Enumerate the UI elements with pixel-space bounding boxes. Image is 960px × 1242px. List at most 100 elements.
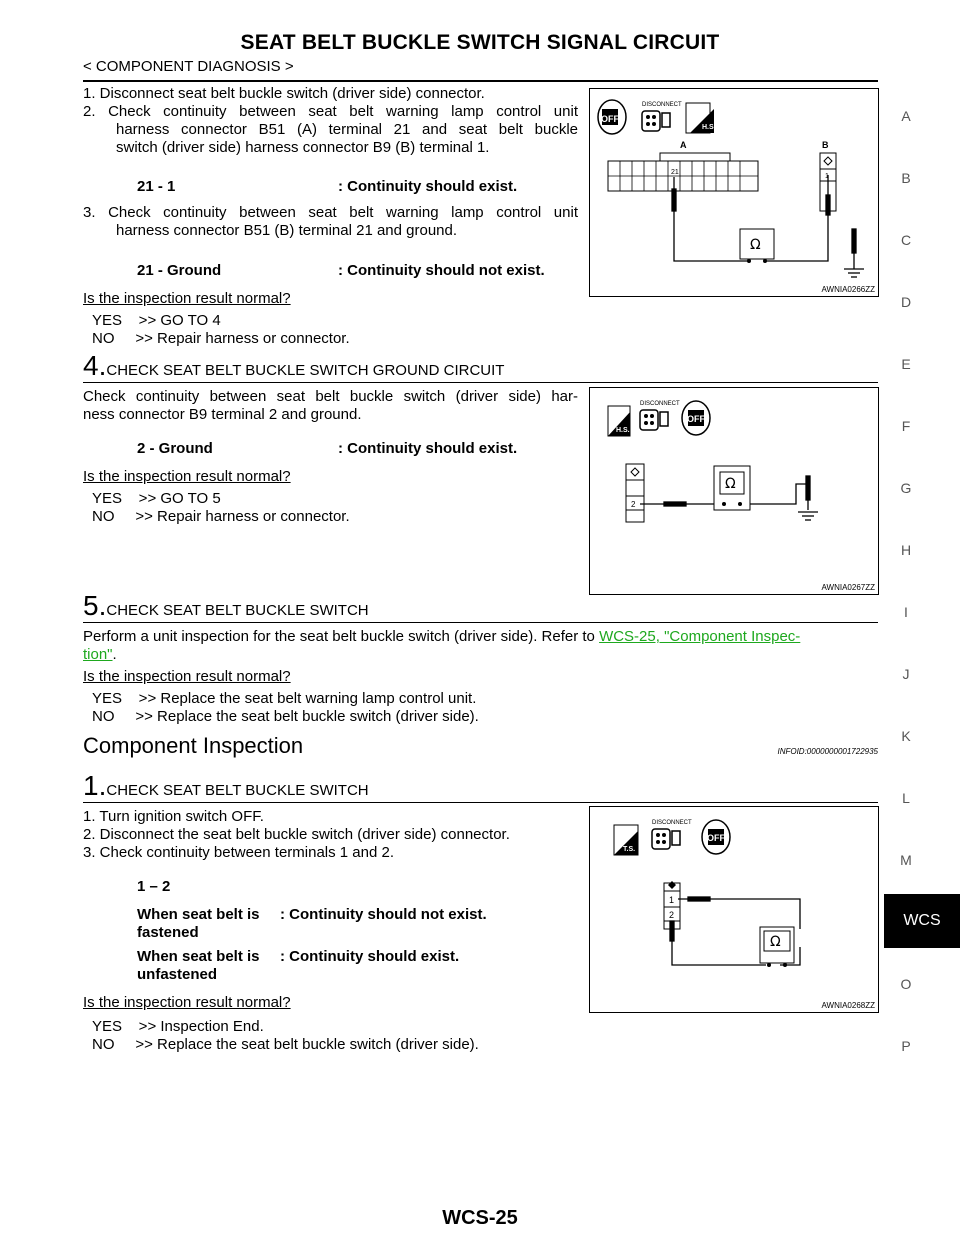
probe-wires <box>640 475 818 521</box>
s4-body-2: ness connector B9 terminal 2 and ground. <box>83 406 362 423</box>
header-rule <box>83 80 878 82</box>
side-tab-m[interactable]: M <box>900 852 912 868</box>
side-tab-d[interactable]: D <box>900 294 912 310</box>
side-tab-p[interactable]: P <box>901 1038 911 1054</box>
side-tab-b[interactable]: B <box>901 170 911 186</box>
connector-disconnect-icon <box>641 110 671 132</box>
page-number: WCS-25 <box>442 1207 518 1229</box>
page-title: SEAT BELT BUCKLE SWITCH SIGNAL CIRCUIT <box>240 31 720 54</box>
connector-b-label: B <box>822 140 829 150</box>
ci-row1-label-1: When seat belt is <box>137 906 260 923</box>
ohmmeter-icon: Ω <box>739 228 775 263</box>
side-tab-wcs[interactable]: WCS <box>884 894 960 948</box>
info-id: INFOID:0000000001722935 <box>777 747 878 756</box>
s5-yes: YES >> Replace the seat belt warning lam… <box>92 690 477 707</box>
harness-side-icon: H.S. <box>685 102 716 134</box>
connector-a-label: A <box>680 140 687 150</box>
figure-id-2: AWNIA0267ZZ <box>821 583 876 592</box>
svg-text:2: 2 <box>631 500 636 509</box>
svg-text:21: 21 <box>671 169 679 176</box>
s3-yes: YES >> GO TO 4 <box>92 312 221 329</box>
terminal-side-icon: T.S. <box>613 824 639 856</box>
step5-heading: 5.CHECK SEAT BELT BUCKLE SWITCH <box>83 590 369 621</box>
ci-item-1: 1. Turn ignition switch OFF. <box>83 808 264 825</box>
wiring-diagram-1: OFF DISCONNECT H.S. A B 21 <box>597 99 864 278</box>
svg-text:Ω: Ω <box>770 934 781 950</box>
disconnect-label: DISCONNECT <box>640 401 680 407</box>
figure-ground-check: H.S. DISCONNECT OFF 2 <box>589 387 879 595</box>
s3-item-3b: harness connector B51 (B) terminal 21 an… <box>116 222 458 239</box>
svg-text:1: 1 <box>669 895 674 905</box>
ci-question: Is the inspection result normal? <box>83 994 291 1011</box>
side-tab-h[interactable]: H <box>900 542 912 558</box>
s4-spec-value: : Continuity should exist. <box>338 440 518 457</box>
svg-text:T.S.: T.S. <box>623 846 635 853</box>
disconnect-label: DISCONNECT <box>642 102 682 108</box>
probe-wires <box>669 896 801 966</box>
ci-row1-value: : Continuity should not exist. <box>280 906 487 923</box>
figure-continuity-check: OFF DISCONNECT H.S. A B 21 <box>589 88 879 297</box>
connector-b9-graphic: 2 <box>625 463 645 523</box>
ignition-off-icon: OFF <box>597 99 627 135</box>
ci-item-3: 3. Check continuity between terminals 1 … <box>83 844 395 861</box>
ignition-off-icon: OFF <box>681 400 711 436</box>
s3-spec2-value: : Continuity should not exist. <box>338 262 545 279</box>
component-inspection-link-cont[interactable]: tion" <box>83 646 113 663</box>
s4-no: NO >> Repair harness or connector. <box>92 508 350 525</box>
s4-spec-label: 2 - Ground <box>137 440 213 457</box>
ci-spec-title: 1 – 2 <box>137 878 171 895</box>
svg-text:OFF: OFF <box>601 114 619 124</box>
svg-text:H.S.: H.S. <box>616 427 630 434</box>
connector-a-graphic: 21 <box>607 152 759 192</box>
ci-no: NO >> Replace the seat belt buckle switc… <box>92 1036 479 1053</box>
side-tab-e[interactable]: E <box>901 356 911 372</box>
side-tab-c[interactable]: C <box>900 232 912 248</box>
side-tab-f[interactable]: F <box>901 418 911 434</box>
side-tab-l[interactable]: L <box>902 790 910 806</box>
side-tab-g[interactable]: G <box>900 480 912 496</box>
s5-body-2: tion". <box>83 646 117 663</box>
disconnect-label: DISCONNECT <box>652 820 692 826</box>
side-tab-j[interactable]: J <box>902 666 910 682</box>
s3-item-2: 2. Check continuity between seat belt wa… <box>83 103 578 120</box>
ci-step1-rule <box>83 802 878 803</box>
side-tab-k[interactable]: K <box>901 728 911 744</box>
svg-text:OFF: OFF <box>687 414 705 424</box>
ci-step1-heading: 1.CHECK SEAT BELT BUCKLE SWITCH <box>83 770 369 801</box>
s5-question: Is the inspection result normal? <box>83 668 291 685</box>
s5-no: NO >> Replace the seat belt buckle switc… <box>92 708 479 725</box>
wiring-diagram-3: T.S. DISCONNECT OFF 1 2 <box>613 819 801 967</box>
probe-wires <box>671 175 864 278</box>
side-tab-a[interactable]: A <box>901 108 911 124</box>
s3-no: NO >> Repair harness or connector. <box>92 330 350 347</box>
figure-id-3: AWNIA0268ZZ <box>821 1001 876 1010</box>
connector-disconnect-icon <box>639 409 669 431</box>
side-tab-o[interactable]: O <box>900 976 912 992</box>
ohmmeter-icon: Ω <box>759 926 795 967</box>
s3-spec2-label: 21 - Ground <box>137 262 222 279</box>
s3-spec1-value: : Continuity should exist. <box>338 178 518 195</box>
s3-item-2b: harness connector B51 (A) terminal 21 an… <box>116 121 578 138</box>
ci-row2-label-2: unfastened <box>137 966 218 983</box>
svg-text:1: 1 <box>825 173 829 180</box>
component-inspection-heading: Component Inspection <box>83 733 304 758</box>
s3-item-3: 3. Check continuity between seat belt wa… <box>83 204 578 221</box>
svg-text:OFF: OFF <box>707 833 725 843</box>
s3-item-1: 1. Disconnect seat belt buckle switch (d… <box>83 85 485 102</box>
svg-text:H.S.: H.S. <box>702 124 716 131</box>
ignition-off-icon: OFF <box>701 819 731 855</box>
ci-row2-value: : Continuity should exist. <box>280 948 460 965</box>
component-inspection-link[interactable]: WCS-25, "Component Inspec- <box>599 628 801 645</box>
s3-question: Is the inspection result normal? <box>83 290 291 307</box>
figure-switch-check: T.S. DISCONNECT OFF 1 2 <box>589 806 879 1013</box>
ohmmeter-icon: Ω <box>713 465 751 511</box>
connector-disconnect-icon <box>651 828 681 850</box>
svg-text:2: 2 <box>669 910 674 920</box>
breadcrumb: < COMPONENT DIAGNOSIS > <box>83 58 294 75</box>
side-tab-i[interactable]: I <box>904 604 908 620</box>
step5-rule <box>83 622 878 623</box>
step4-rule <box>83 382 878 383</box>
ci-item-2: 2. Disconnect the seat belt buckle switc… <box>83 826 510 843</box>
ci-yes: YES >> Inspection End. <box>92 1018 264 1035</box>
ci-row1-label-2: fastened <box>137 924 199 941</box>
